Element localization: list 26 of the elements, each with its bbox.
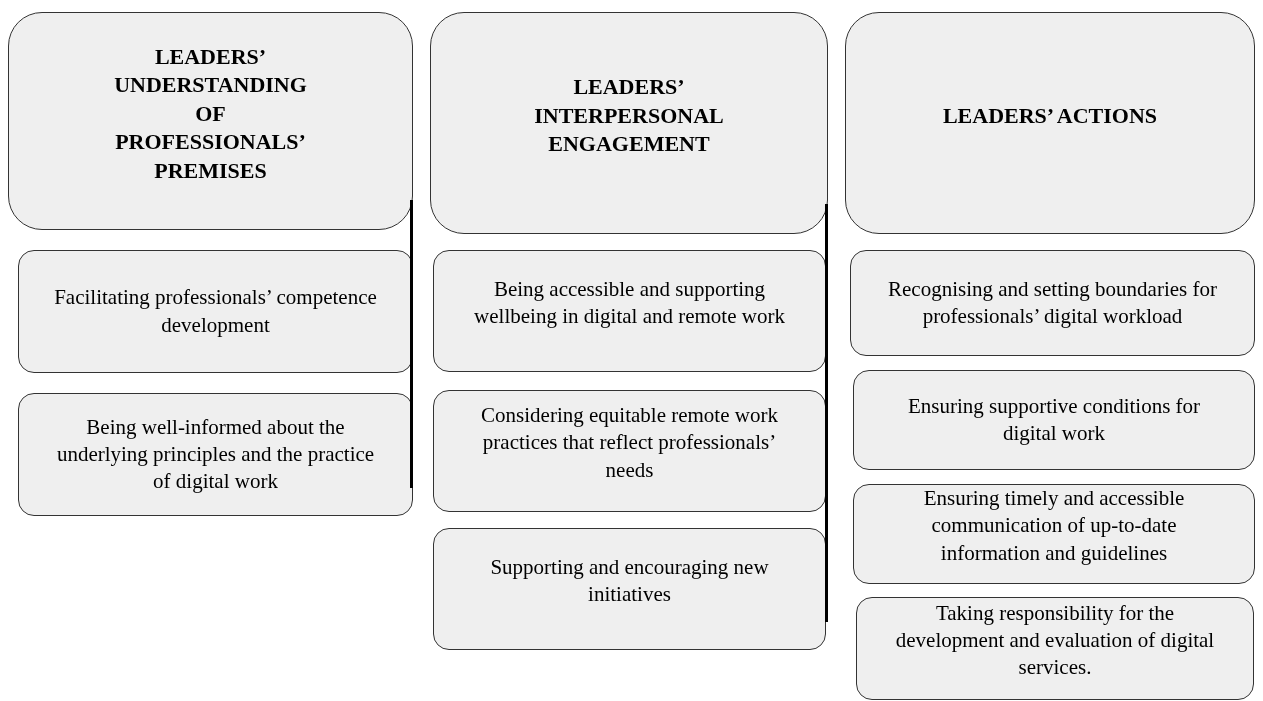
item-box: [856, 597, 1254, 700]
category-heading: LEADERS’ INTERPERSONAL ENGAGEMENT: [533, 73, 725, 159]
item-text: Considering equitable remote work practices that reflect professionals’ needs: [480, 402, 779, 484]
item-text: Supporting and encouraging new initiatives: [489, 553, 770, 608]
item-box: [850, 250, 1255, 356]
connector-line: [410, 200, 413, 488]
item-text: Taking responsibility for the development and evaluation of digital services.: [894, 599, 1216, 682]
category-box: [8, 12, 413, 230]
item-text: Ensuring timely and accessible communication of up-to-date information and guidelines: [922, 485, 1186, 567]
category-box: [845, 12, 1255, 234]
item-text: Ensuring supportive conditions for digital work: [906, 392, 1202, 447]
category-box: [430, 12, 828, 234]
item-box: [433, 390, 826, 512]
item-text: Being accessible and supporting wellbeing in digital and remote work: [473, 275, 786, 330]
item-box: [853, 370, 1255, 470]
item-box: [433, 528, 826, 650]
item-box: [853, 484, 1255, 584]
item-box: [18, 393, 413, 516]
item-text: Recognising and setting boundaries for professionals’ digital workload: [887, 275, 1218, 330]
item-text: Facilitating professionals’ competence development: [53, 284, 378, 339]
item-box: [18, 250, 413, 373]
connector-line: [825, 204, 828, 622]
category-heading: LEADERS’ ACTIONS: [942, 101, 1158, 130]
item-text: Being well-informed about the underlying principles and the practice of digital work: [55, 413, 376, 496]
category-heading: LEADERS’ UNDERSTANDING OF PROFESSIONALS’ PREMISES: [113, 42, 308, 185]
item-box: [433, 250, 826, 372]
